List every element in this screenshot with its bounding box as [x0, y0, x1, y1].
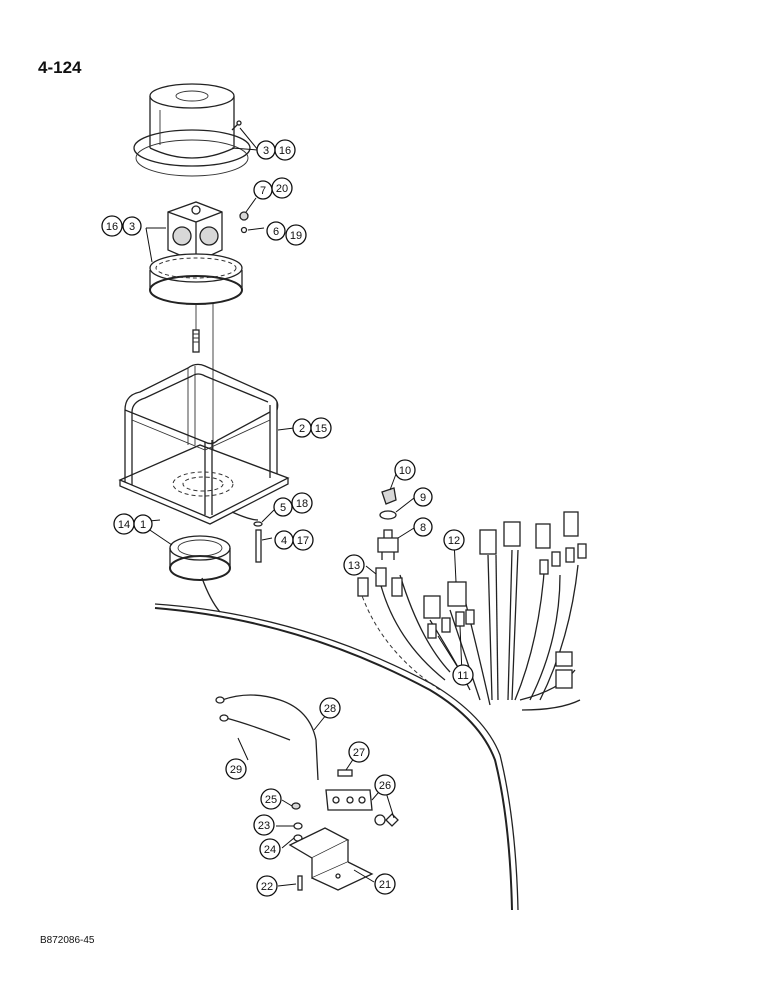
switch-connectors — [357, 511, 587, 689]
callout-23: 23 — [253, 814, 275, 836]
callout-26: 26 — [374, 774, 396, 796]
svg-text:25: 25 — [265, 794, 277, 806]
svg-text:27: 27 — [353, 747, 365, 759]
callout-1: 1 — [133, 514, 153, 534]
callout-13: 13 — [343, 554, 365, 576]
svg-text:11: 11 — [457, 670, 468, 682]
callout-5: 5 — [273, 497, 293, 517]
mounting-bracket — [288, 827, 374, 891]
svg-text:2: 2 — [299, 423, 305, 435]
svg-text:16: 16 — [279, 145, 291, 157]
svg-text:10: 10 — [399, 465, 411, 477]
drawing-id: B872086-45 — [40, 935, 95, 946]
svg-text:26: 26 — [379, 780, 391, 792]
svg-text:13: 13 — [348, 560, 360, 572]
callout-17: 17 — [292, 529, 314, 551]
svg-text:7: 7 — [260, 185, 266, 197]
svg-text:3: 3 — [263, 145, 269, 157]
nuts-and-washers — [291, 802, 303, 842]
mounting-gasket-ring — [169, 535, 231, 581]
svg-text:22: 22 — [261, 881, 273, 893]
svg-text:19: 19 — [290, 230, 302, 242]
callout-16: 16 — [274, 139, 296, 161]
callout-25: 25 — [260, 788, 282, 810]
svg-text:12: 12 — [448, 535, 460, 547]
fuse — [337, 769, 353, 777]
callout-16: 16 — [101, 215, 123, 237]
svg-text:8: 8 — [420, 522, 426, 534]
svg-text:5: 5 — [280, 502, 286, 514]
callout-14: 14 — [113, 513, 135, 535]
callout-15: 15 — [310, 417, 332, 439]
lower-cable — [215, 694, 319, 781]
svg-text:16: 16 — [106, 221, 118, 233]
callout-27: 27 — [348, 741, 370, 763]
callout-3: 3 — [256, 140, 276, 160]
callout-7: 7 — [253, 180, 273, 200]
callout-20: 20 — [271, 177, 293, 199]
callout-9: 9 — [413, 487, 433, 507]
callout-12: 12 — [443, 529, 465, 551]
stud-bolt — [192, 329, 200, 353]
beacon-base — [149, 253, 243, 305]
svg-text:20: 20 — [276, 183, 288, 195]
callout-24: 24 — [259, 838, 281, 860]
callout-4: 4 — [274, 530, 294, 550]
svg-text:18: 18 — [296, 498, 308, 510]
callout-29: 29 — [225, 758, 247, 780]
svg-text:1: 1 — [140, 519, 146, 531]
callout-6: 6 — [266, 221, 286, 241]
callout-18: 18 — [291, 492, 313, 514]
washer-and-bolt — [231, 511, 263, 563]
callout-19: 19 — [285, 224, 307, 246]
svg-text:23: 23 — [258, 820, 270, 832]
callout-28: 28 — [319, 697, 341, 719]
beacon-lens-dome — [133, 83, 251, 177]
nut-and-washer — [239, 211, 249, 234]
svg-text:28: 28 — [324, 703, 336, 715]
svg-text:9: 9 — [420, 492, 426, 504]
svg-text:29: 29 — [230, 764, 242, 776]
svg-text:21: 21 — [379, 879, 391, 891]
callout-8: 8 — [413, 517, 433, 537]
callout-22: 22 — [256, 875, 278, 897]
callout-21: 21 — [374, 873, 396, 895]
page-number: 4-124 — [38, 58, 82, 77]
svg-text:4: 4 — [281, 535, 287, 547]
callout-11: 11 — [452, 664, 474, 686]
wiring-harness — [154, 549, 581, 911]
callout-3: 3 — [122, 216, 142, 236]
svg-text:14: 14 — [118, 519, 130, 531]
beacon-guard-frame — [118, 363, 290, 525]
callout-10: 10 — [394, 459, 416, 481]
callout-2: 2 — [292, 418, 312, 438]
svg-text:3: 3 — [129, 221, 135, 233]
svg-text:15: 15 — [315, 423, 327, 435]
svg-text:6: 6 — [273, 226, 279, 238]
svg-text:24: 24 — [264, 844, 276, 856]
bolt — [297, 875, 303, 891]
screw — [231, 120, 242, 131]
svg-text:17: 17 — [297, 535, 309, 547]
rocker-switch — [325, 789, 399, 827]
lamp-mechanism — [167, 201, 223, 263]
toggle-switch — [377, 487, 399, 560]
